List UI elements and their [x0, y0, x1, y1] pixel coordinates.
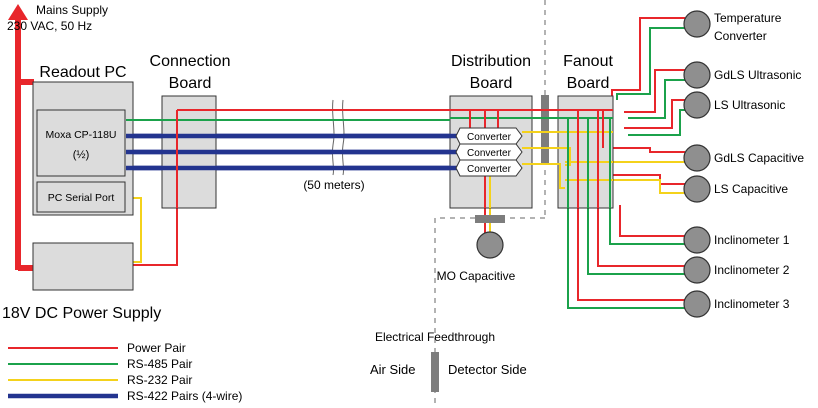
inclinometer-1-sensor	[683, 226, 711, 254]
fanout-board-label-2: Board	[567, 75, 610, 92]
legend-rs485-label: RS-485 Pair	[127, 357, 192, 371]
fanout-sensor-cables	[567, 17, 685, 309]
gdls-ultrasonic-sensor	[683, 61, 711, 89]
power-supply-box	[32, 242, 134, 291]
temperature-label-2: Converter	[714, 29, 767, 43]
inclinometer-2-sensor	[683, 256, 711, 284]
power-supply-label: 18V DC Power Supply	[2, 305, 161, 322]
gdls-capacitive-label: GdLS Capacitive	[714, 151, 804, 165]
gdls-ultrasonic-label: GdLS Ultrasonic	[714, 68, 801, 82]
air-side-label: Air Side	[370, 362, 416, 377]
ls-capacitive-sensor	[683, 175, 711, 203]
sensor-circles	[476, 10, 711, 318]
temperature-sensor	[683, 10, 711, 38]
wires-on-boxes	[126, 109, 613, 208]
feedthrough-legend-bar	[431, 352, 439, 392]
mains-label-2: 230 VAC, 50 Hz	[7, 19, 92, 33]
serial-port-label: PC Serial Port	[48, 192, 115, 204]
legend: Power Pair RS-485 Pair RS-232 Pair RS-42…	[8, 341, 242, 403]
cable-length-label: (50 meters)	[303, 178, 364, 192]
inclinometer-2-label: Inclinometer 2	[714, 263, 790, 277]
inclinometer-1-label: Inclinometer 1	[714, 233, 790, 247]
mo-capacitive-sensor	[476, 231, 504, 259]
mains-arrow	[8, 4, 34, 271]
readout-pc-title: Readout PC	[39, 64, 126, 81]
distribution-board-label-1: Distribution	[451, 53, 531, 70]
fanout-board-box	[557, 95, 614, 209]
ls-ultrasonic-sensor	[683, 91, 711, 119]
serial-port-box	[36, 181, 126, 213]
ls-ultrasonic-label: LS Ultrasonic	[714, 98, 785, 112]
ls-capacitive-label: LS Capacitive	[714, 182, 788, 196]
temperature-label-1: Temperature	[714, 11, 782, 25]
legend-power-label: Power Pair	[127, 341, 186, 355]
connection-board-label-1: Connection	[150, 53, 231, 70]
moxa-label-2: (½)	[73, 149, 90, 161]
gdls-capacitive-sensor	[683, 144, 711, 172]
inclinometer-3-label: Inclinometer 3	[714, 297, 790, 311]
moxa-label-1: Moxa CP-118U	[46, 129, 117, 141]
mains-label-1: Mains Supply	[36, 3, 108, 17]
converter-label-2: Converter	[467, 148, 512, 159]
connection-board-label-2: Board	[169, 75, 212, 92]
feedthrough-title: Electrical Feedthrough	[375, 330, 495, 344]
converter-tags: Converter Converter Converter	[455, 127, 523, 177]
legend-rs232-label: RS-232 Pair	[127, 373, 192, 387]
feedthrough-upper	[541, 95, 549, 165]
detector-side-label: Detector Side	[448, 362, 527, 377]
converter-label-3: Converter	[467, 164, 512, 175]
distribution-board-label-2: Board	[470, 75, 513, 92]
converter-label-1: Converter	[467, 132, 512, 143]
feedthrough-lower	[475, 215, 505, 223]
legend-rs422-label: RS-422 Pairs (4-wire)	[127, 389, 242, 403]
fanout-board-label-1: Fanout	[563, 53, 613, 70]
moxa-box	[36, 109, 126, 177]
inclinometer-3-sensor	[683, 290, 711, 318]
mo-capacitive-label: MO Capacitive	[437, 269, 516, 283]
